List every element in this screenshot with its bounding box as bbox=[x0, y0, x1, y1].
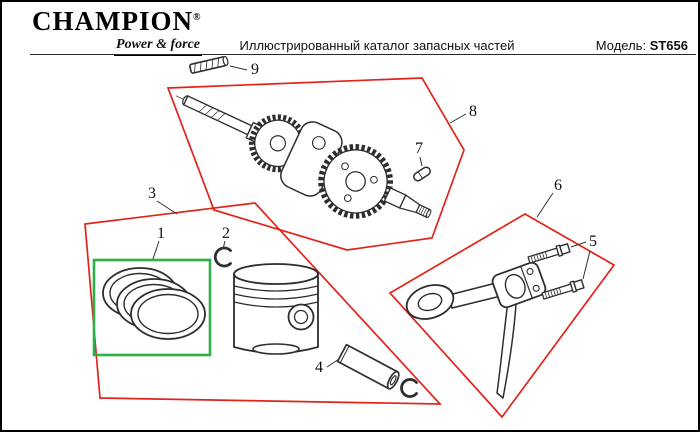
brand-name: CHAMPION® bbox=[32, 7, 202, 35]
leader-line-4 bbox=[326, 358, 340, 368]
leader-line-7 bbox=[419, 156, 423, 167]
leader-line-9 bbox=[229, 65, 248, 71]
piston-crown bbox=[233, 263, 319, 285]
leader-line-3 bbox=[156, 200, 178, 215]
model-caption: Модель: bbox=[595, 38, 647, 53]
shaft-key-pin bbox=[189, 55, 229, 74]
leader-line-2 bbox=[222, 240, 226, 250]
oil-dipper bbox=[496, 300, 517, 399]
brand-tagline: Power & force bbox=[114, 37, 202, 57]
rod-big-end bbox=[491, 261, 547, 309]
callout-4: 4 bbox=[315, 359, 323, 376]
rod-bolt-1 bbox=[527, 243, 571, 264]
callout-5: 5 bbox=[589, 233, 597, 250]
callout-9: 9 bbox=[251, 61, 259, 78]
registered-mark: ® bbox=[192, 12, 202, 23]
callout-6: 6 bbox=[554, 177, 562, 194]
callout-8: 8 bbox=[469, 103, 477, 120]
leader-line-6 bbox=[536, 192, 554, 218]
crankshaft-drawing bbox=[175, 95, 432, 219]
leader-line-1 bbox=[152, 240, 160, 260]
piston-drawing bbox=[233, 263, 319, 355]
highlight-box-piston-rings bbox=[92, 258, 212, 357]
circlip-lower bbox=[400, 378, 418, 398]
region-outline-crankshaft bbox=[166, 77, 465, 251]
callout-1: 1 bbox=[157, 225, 165, 242]
rod-bolt-2 bbox=[541, 279, 585, 300]
leader-line-5a bbox=[570, 241, 587, 248]
circlip-upper bbox=[213, 246, 232, 268]
woodruff-key bbox=[413, 166, 431, 182]
model-label: Модель: ST656 bbox=[596, 38, 688, 53]
rod-small-end bbox=[405, 284, 455, 320]
leader-line-8 bbox=[449, 113, 467, 124]
callout-2: 2 bbox=[222, 225, 230, 242]
brand-logo: CHAMPION® Power & force bbox=[32, 7, 202, 57]
piston-rings-drawing bbox=[102, 267, 206, 340]
callout-7: 7 bbox=[415, 140, 423, 157]
connecting-rod-drawing bbox=[405, 261, 547, 399]
region-outline-connecting-rod bbox=[388, 213, 616, 419]
header-divider bbox=[30, 54, 696, 55]
brand-tagline-row: Power & force bbox=[32, 35, 202, 57]
page-title: Иллюстрированный каталог запасных частей bbox=[239, 38, 515, 53]
model-value: ST656 bbox=[649, 38, 688, 53]
piston-pin-drawing bbox=[336, 343, 400, 390]
brand-text: CHAMPION bbox=[32, 6, 193, 36]
crankshaft-pto-shaft bbox=[183, 95, 253, 136]
callout-3: 3 bbox=[148, 185, 156, 202]
leader-line-5b bbox=[582, 250, 591, 280]
